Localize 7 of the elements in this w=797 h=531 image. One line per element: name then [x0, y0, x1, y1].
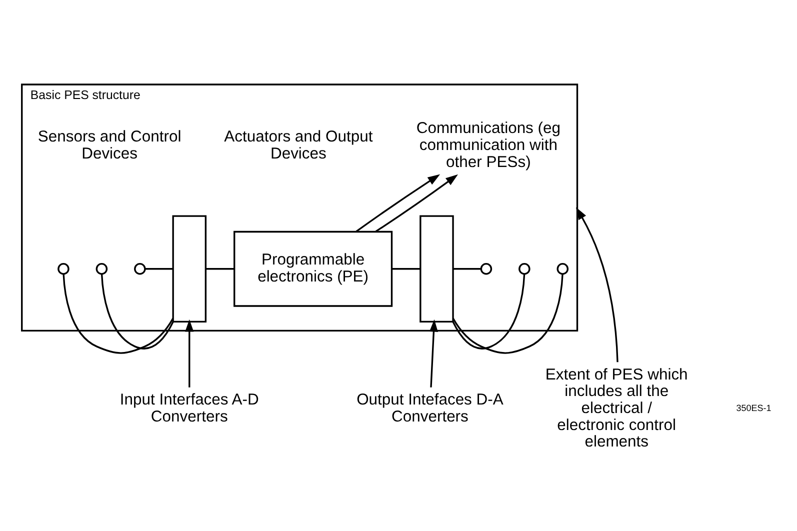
label: 350ES-1 — [736, 402, 772, 413]
node-text: Output Intefaces D-A Converters — [356, 392, 504, 426]
node-text: Communications (eg communication with other PESs) — [416, 120, 561, 171]
label: Sensors and Control Devices — [38, 128, 182, 162]
node-text: Input Interfaces A-D Converters — [120, 392, 259, 426]
label: Actuators and Output Devices — [224, 128, 373, 162]
node-text: Extent of PES which includes all the electrical / electronic control elements — [545, 366, 688, 451]
